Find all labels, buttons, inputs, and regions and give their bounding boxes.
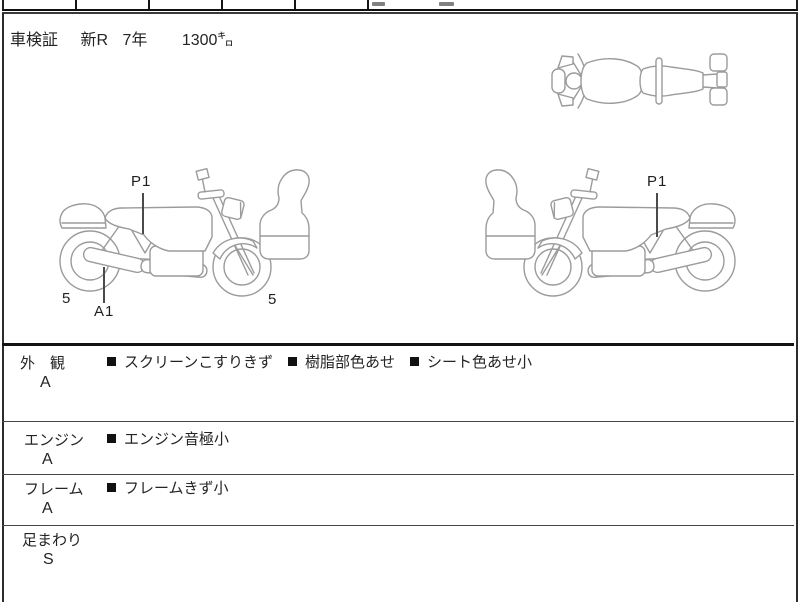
motorcycle-left-side-view: [59, 167, 310, 297]
wheel-grade-left: 5: [62, 290, 72, 307]
section-grade-exterior: A: [40, 374, 51, 391]
damage-label-a1-left: A1: [94, 303, 115, 320]
header-cell-divider: [367, 0, 369, 9]
condition-item: シート色あせ小: [409, 351, 532, 372]
clipped-header-row: [2, 0, 798, 11]
motorcycle-right-side-view: [485, 167, 736, 297]
section-items-frame: フレームきず小: [107, 477, 229, 498]
clipped-text-fragment: [372, 2, 385, 6]
header-cell-divider: [75, 0, 77, 9]
section-divider: [2, 525, 794, 526]
header-cell-divider: [294, 0, 296, 9]
bullet-square-icon: [107, 434, 116, 443]
bullet-square-icon: [107, 483, 116, 492]
condition-item: スクリーンこすりきず: [107, 351, 273, 372]
shaken-year: 7年: [122, 32, 148, 49]
damage-label-p1-right: P1: [647, 173, 668, 190]
section-divider: [2, 421, 794, 422]
wheel-grade-right: 5: [268, 291, 278, 308]
bullet-square-icon: [409, 357, 419, 366]
pointer-line-p1-right: [656, 193, 658, 237]
section-divider: [2, 474, 794, 475]
section-items-exterior: スクリーンこすりきず 樹脂部色あせ シート色あせ小: [107, 351, 532, 372]
section-label-engine: エンジン: [24, 432, 85, 449]
section-grade-frame: A: [42, 500, 53, 517]
section-divider-main: [2, 343, 794, 346]
condition-item: フレームきず小: [107, 477, 229, 498]
sheet-border: [2, 12, 798, 602]
header-cell-divider: [221, 0, 223, 9]
bullet-square-icon: [107, 357, 116, 366]
pointer-line-p1-left: [142, 193, 144, 234]
bullet-square-icon: [287, 357, 297, 366]
section-label-frame: フレーム: [24, 481, 84, 498]
shaken-label: 車検証: [10, 32, 59, 49]
section-grade-undercarriage: S: [43, 551, 54, 568]
vehicle-info-line: 車検証 新R 7年 1300㌔: [10, 26, 233, 50]
section-label-undercarriage: 足まわり: [22, 532, 83, 549]
damage-label-p1-left: P1: [131, 173, 152, 190]
condition-item: エンジン音極小: [107, 428, 229, 449]
header-cell-divider: [148, 0, 150, 9]
pointer-line-a1-left: [103, 267, 105, 303]
condition-item: 樹脂部色あせ: [287, 351, 395, 372]
motorcycle-top-view: [551, 53, 728, 109]
mileage-value: 1300㌔: [181, 32, 234, 49]
section-items-engine: エンジン音極小: [107, 428, 229, 449]
clipped-text-fragment: [439, 2, 454, 6]
shaken-era: 新R: [80, 32, 109, 49]
section-grade-engine: A: [42, 451, 53, 468]
section-label-exterior: 外 観: [20, 355, 66, 372]
